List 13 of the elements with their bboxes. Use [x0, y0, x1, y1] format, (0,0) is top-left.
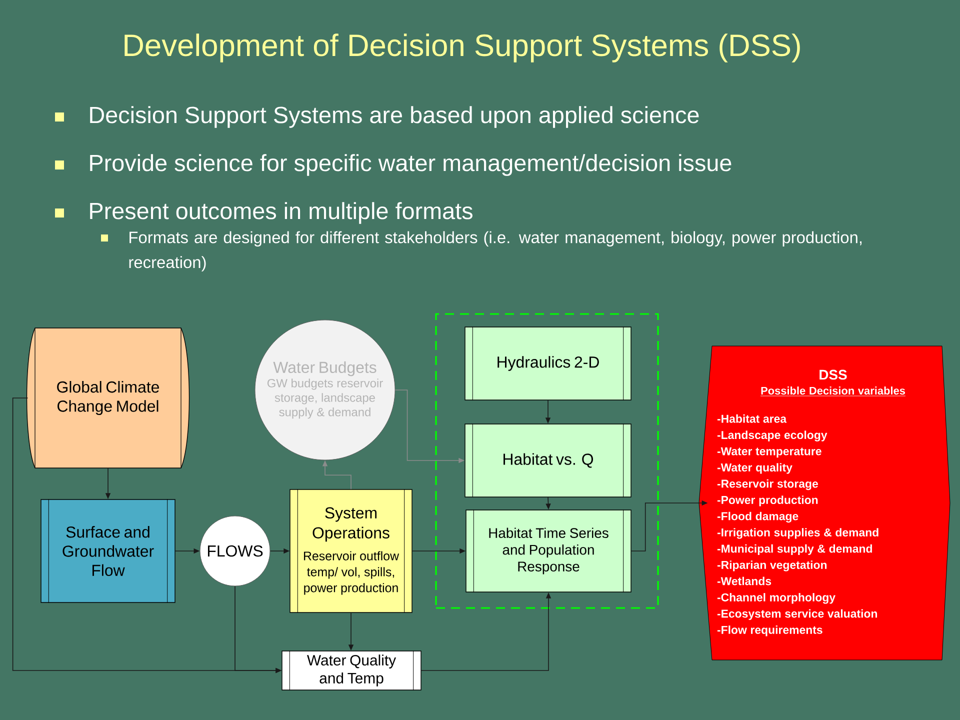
process-box: Hydraulics 2-D [464, 326, 632, 401]
bullet-text: Formats are designed for different stakeholders (i.e. water management, biology, power production, recreation) [129, 231, 862, 272]
bullet-text: Provide science for specific water management/decision issue [90, 154, 732, 176]
process-box: Habitat Time Series and Population Response [466, 509, 632, 593]
model-box: Global Climate Change Model [26, 328, 190, 468]
dashed-group-box [435, 313, 659, 609]
process-box: Surface and Groundwater Flow [40, 498, 176, 604]
bullet-text: Present outcomes in multiple formats [90, 202, 472, 224]
bullet-text: Decision Support Systems are based upon applied science [90, 106, 699, 128]
process-box: Water Quality and Temp [282, 650, 422, 691]
slide-title: Development of Decision Support Systems (DSS) [124, 34, 800, 62]
process-box: System Operations Reservoir outflow temp/ vol, spills, power production [290, 488, 412, 614]
process-box: Habitat vs. Q [464, 423, 632, 498]
